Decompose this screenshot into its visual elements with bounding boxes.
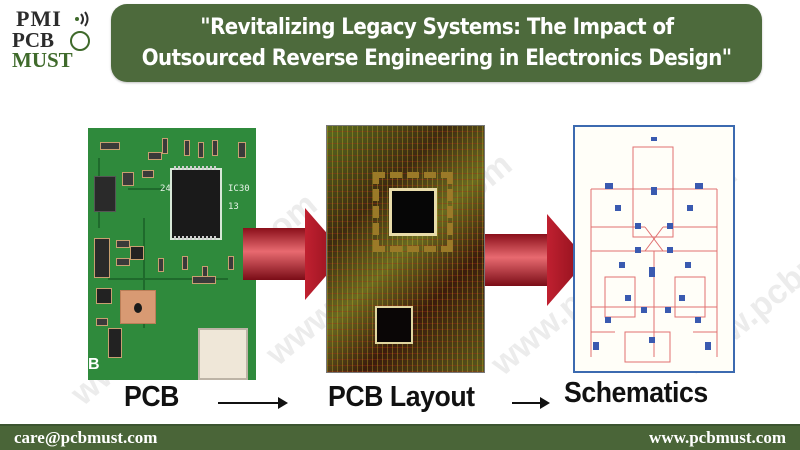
schematic-image xyxy=(573,125,735,373)
logo-pcb-text: PCB xyxy=(12,28,54,52)
silkscreen-label: 13 xyxy=(228,202,239,212)
pcbmust-logo: PMI PCB MUST xyxy=(8,6,100,72)
ic-chip xyxy=(170,168,222,240)
title-line-2: Outsourced Reverse Engineering in Electr… xyxy=(141,46,732,71)
caption-pcb: PCB xyxy=(124,381,179,413)
title-line-1: "Revitalizing Legacy Systems: The Impact… xyxy=(199,15,674,40)
red-arrow-icon xyxy=(485,214,587,306)
caption-schematics: Schematics xyxy=(564,377,708,409)
logo-pmi-text: PMI xyxy=(16,6,62,31)
qfp-footprint xyxy=(375,306,413,344)
website-link[interactable]: www.pcbmust.com xyxy=(649,428,786,447)
globe-tree-icon xyxy=(70,31,90,51)
silkscreen-label: B xyxy=(88,356,100,373)
signal-waves-icon xyxy=(75,11,89,27)
pcb-layout-image xyxy=(326,125,485,373)
bga-footprint xyxy=(389,188,437,236)
silkscreen-label: IC30 xyxy=(228,184,250,194)
red-arrow-icon xyxy=(243,208,345,300)
connector xyxy=(198,328,248,380)
pcb-photo-image: 24 IC30 13 B xyxy=(88,128,256,380)
logo-must-text: MUST xyxy=(12,48,73,72)
flow-arrow-icon xyxy=(218,397,288,409)
title-banner: "Revitalizing Legacy Systems: The Impact… xyxy=(111,4,762,82)
contact-email-link[interactable]: care@pcbmust.com xyxy=(14,428,158,447)
flow-arrow-icon xyxy=(512,397,550,409)
silkscreen-label: 24 xyxy=(160,184,171,194)
caption-pcb-layout: PCB Layout xyxy=(328,381,475,413)
footer-bar: care@pcbmust.com www.pcbmust.com xyxy=(0,424,800,450)
copper-pad xyxy=(120,290,156,324)
circuit-diagram xyxy=(590,137,718,363)
